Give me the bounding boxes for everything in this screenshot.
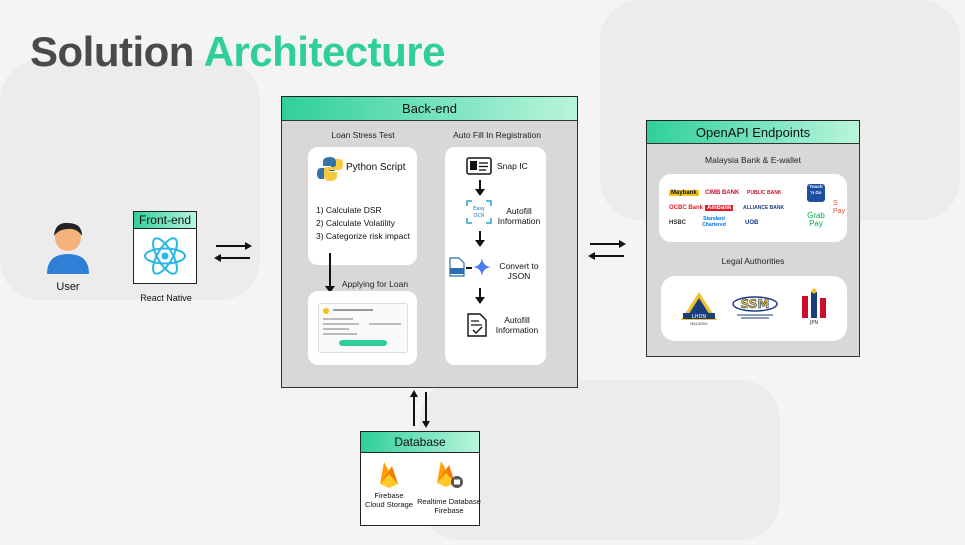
shopee-pay-logo: S Pay xyxy=(833,200,846,215)
database-header: Database xyxy=(360,431,480,453)
title-part1: Solution xyxy=(30,28,194,75)
autofill-step-1: Snap IC xyxy=(497,161,528,171)
touch-n-go-logo: Touch 'n Go xyxy=(807,184,825,202)
arrow-backend-to-database xyxy=(410,390,418,426)
autofill-title: Auto Fill In Registration xyxy=(453,130,541,140)
form-line xyxy=(333,309,373,311)
ssm-logo-icon: SSM xyxy=(732,296,778,319)
json-file-icon xyxy=(449,257,465,277)
apply-button-preview xyxy=(339,340,387,346)
user-label: User xyxy=(56,281,80,293)
arrow-script-to-apply xyxy=(325,253,335,293)
database-item-1: Firebase Cloud Storage xyxy=(365,491,413,509)
frontend-box xyxy=(133,229,197,284)
python-script-card: Python Script 1) Calculate DSR 2) Calcul… xyxy=(308,147,417,265)
autofill-step-3: Convert to JSON xyxy=(499,261,539,281)
backend-panel: Loan Stress Test Auto Fill In Registrati… xyxy=(281,120,578,388)
page-title: Solution Architecture xyxy=(30,28,446,76)
standard-chartered-logo: Standard Chartered xyxy=(702,216,726,228)
react-icon xyxy=(144,237,186,275)
firebase-realtime-icon xyxy=(437,461,463,488)
form-line xyxy=(323,333,357,335)
legal-card: LHDN MALAYSIA SSM JPN xyxy=(661,276,847,341)
arrow-openapi-to-backend xyxy=(588,252,624,259)
ocbc-logo: OCBC Bank xyxy=(669,205,704,211)
arrow-convert-to-autofill xyxy=(475,288,485,304)
legal-section-title: Legal Authorities xyxy=(721,256,785,266)
form-line xyxy=(369,323,401,325)
apply-loan-card xyxy=(308,291,417,365)
form-line xyxy=(323,318,353,320)
arrow-database-to-backend xyxy=(422,392,430,428)
arrow-backend-to-openapi xyxy=(590,240,626,247)
cimb-logo: CIMB BANK xyxy=(705,190,740,196)
lhdn-logo-icon: LHDN MALAYSIA xyxy=(681,292,717,326)
gemini-sparkle-icon xyxy=(473,258,491,276)
openapi-panel: Malaysia Bank & E-wallet Maybank CIMB BA… xyxy=(646,143,860,357)
backend-header: Back-end xyxy=(281,96,578,121)
svg-text:Easy: Easy xyxy=(473,206,485,212)
svg-text:OCR: OCR xyxy=(474,213,485,219)
maybank-logo: Maybank xyxy=(669,190,699,196)
arrow-ocr-to-convert xyxy=(475,231,485,247)
form-line xyxy=(323,328,349,330)
autofill-step-2: Autofill Information xyxy=(497,206,541,226)
loan-step-1: 1) Calculate DSR xyxy=(316,205,382,215)
uob-logo: UOB xyxy=(745,220,759,226)
autofill-step-4: Autofill Information xyxy=(495,315,539,335)
alliance-bank-logo: ALLIANCE BANK xyxy=(743,205,785,211)
grab-pay-logo: Grab Pay xyxy=(807,211,825,228)
firebase-storage-icon xyxy=(380,462,398,488)
python-icon xyxy=(317,157,343,181)
arrowhead-up xyxy=(410,390,418,397)
svg-text:LHDN: LHDN xyxy=(692,314,706,320)
jpn-logo-icon: JPN xyxy=(802,288,826,326)
user-node: User xyxy=(40,218,96,293)
background-shape xyxy=(0,60,260,300)
python-script-label: Python Script xyxy=(346,162,406,173)
form-line xyxy=(323,323,359,325)
user-icon xyxy=(47,222,89,274)
loan-stress-title: Loan Stress Test xyxy=(331,130,395,140)
autofill-card: Snap IC Easy OCR Autofill Information Co… xyxy=(445,147,546,365)
svg-text:JPN: JPN xyxy=(809,320,818,326)
arrow-frontend-to-backend xyxy=(216,242,252,249)
arrow-snap-to-ocr xyxy=(475,180,485,196)
svg-text:MALAYSIA: MALAYSIA xyxy=(690,322,708,326)
frontend-header: Front-end xyxy=(133,211,197,229)
svg-text:SSM: SSM xyxy=(741,297,770,311)
database-item-2: Realtime Database Firebase xyxy=(417,497,481,515)
arrow-json-to-gemini xyxy=(466,267,472,269)
public-bank-logo: PUBLIC BANK xyxy=(747,190,782,196)
hsbc-logo: HSBC xyxy=(669,220,687,226)
frontend-node: Front-end xyxy=(133,211,197,284)
loan-step-3: 3) Categorize risk impact xyxy=(316,231,411,241)
id-card-icon xyxy=(466,157,492,175)
apply-loan-title: Applying for Loan xyxy=(341,279,409,289)
loan-step-2: 2) Calculate Volatility xyxy=(316,218,395,228)
ambank-logo: AmBank xyxy=(705,205,734,211)
database-box: Firebase Cloud Storage Realtime Database… xyxy=(360,452,481,526)
title-part2: Architecture xyxy=(203,28,446,75)
banks-section-title: Malaysia Bank & E-wallet xyxy=(705,155,801,165)
banks-card: Maybank CIMB BANK PUBLIC BANK OCBC Bank … xyxy=(659,174,847,242)
maybank-icon xyxy=(323,308,329,314)
arrow-backend-to-frontend xyxy=(214,254,250,261)
arrowhead-down xyxy=(422,421,430,428)
document-check-icon xyxy=(467,313,487,337)
loan-form-preview xyxy=(318,303,408,353)
frontend-label: React Native xyxy=(140,293,192,303)
openapi-header: OpenAPI Endpoints xyxy=(646,120,860,144)
easy-ocr-icon: Easy OCR xyxy=(466,200,492,224)
background-shape xyxy=(420,380,780,540)
